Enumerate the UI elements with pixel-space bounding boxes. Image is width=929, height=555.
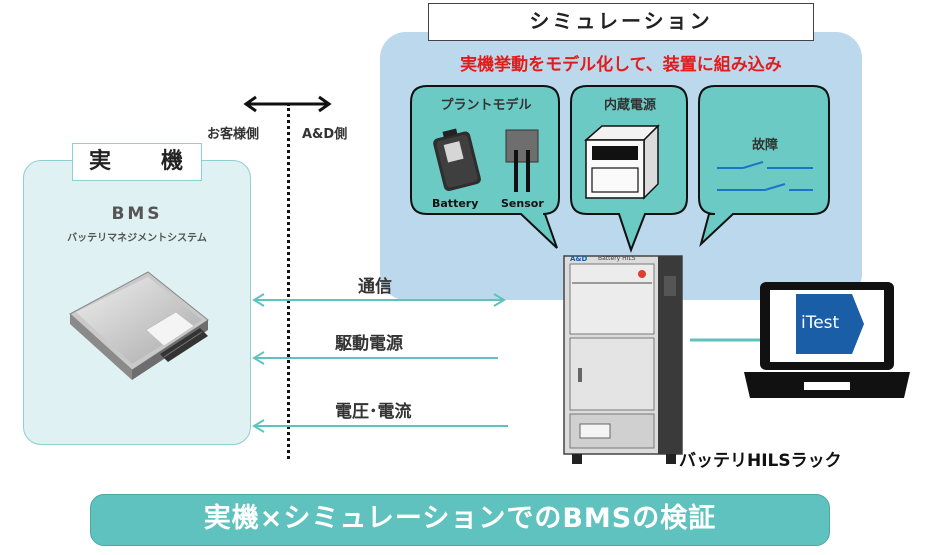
fault-switch-icon [717, 161, 813, 191]
comm-label: 通信 [358, 277, 392, 297]
ad-side-label: A&D側 [302, 127, 348, 142]
boundary-divider [287, 103, 290, 459]
laptop-connection-line [690, 338, 760, 342]
bms-module-icon [69, 271, 209, 380]
rack-model: Battery HILS [598, 255, 636, 262]
plant-model-bubble [410, 85, 560, 249]
rack-brand: A&D [570, 255, 588, 263]
battery-icon [433, 128, 481, 191]
power-supply-icon [584, 124, 660, 200]
laptop-icon [744, 282, 910, 398]
comm-arrow [252, 293, 506, 307]
simulation-label: シミュレーション [428, 3, 814, 41]
customer-side-label: お客様側 [207, 127, 260, 142]
power-arrow [252, 351, 498, 365]
battery-label: Battery [432, 197, 479, 210]
plant-model-title: プラントモデル [440, 98, 532, 113]
drive-power-label: 駆動電源 [335, 334, 403, 354]
itest-logo-icon [796, 294, 864, 354]
voltage-current-arrow [252, 419, 508, 433]
fault-title: 故障 [751, 138, 778, 153]
hils-rack-icon [563, 255, 683, 464]
rack-label: バッテリHILSラック [679, 451, 842, 471]
signal-lines [252, 293, 508, 433]
summary-banner: 実機×シミュレーションでのBMSの検証 [90, 494, 830, 546]
itest-label: iTest [801, 313, 840, 333]
sensor-label: Sensor [501, 197, 544, 210]
simulation-subtitle: 実機挙動をモデル化して、装置に組み込み [460, 55, 782, 75]
power-supply-title: 内蔵電源 [603, 98, 656, 113]
real-device-label: 実 機 [72, 143, 202, 181]
sensor-icon [505, 129, 539, 192]
bms-subtitle: バッテリマネジメントシステム [67, 233, 207, 244]
voltage-current-label: 電圧･電流 [335, 402, 412, 422]
fault-bubble [698, 85, 830, 248]
bms-title: BMS [111, 204, 163, 224]
